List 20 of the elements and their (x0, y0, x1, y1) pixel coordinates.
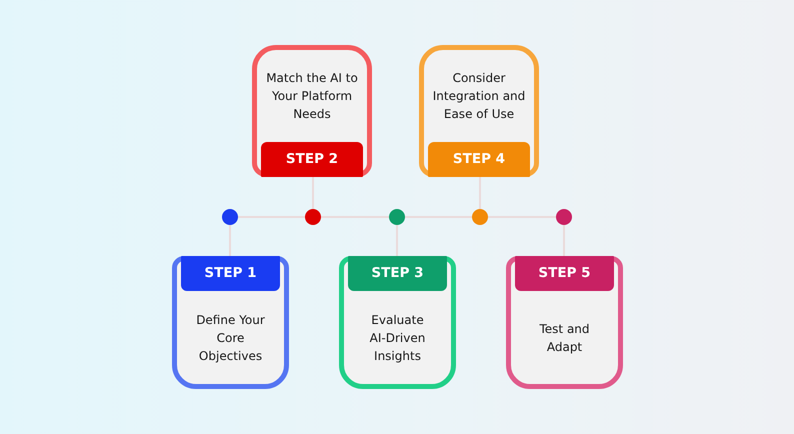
step-card (339, 256, 456, 389)
timeline-dot (472, 209, 488, 225)
step-description: Test and Adapt (538, 320, 591, 356)
timeline-dot (222, 209, 238, 225)
step-tab: STEP 1 (181, 256, 280, 291)
step-tab: STEP 2 (261, 142, 363, 177)
timeline-dot (305, 209, 321, 225)
step-tab: STEP 5 (515, 256, 614, 291)
step-card (506, 256, 623, 389)
step-description: Evaluate AI-Driven Insights (368, 312, 426, 364)
step-tab: STEP 4 (428, 142, 530, 177)
step-description: Consider Integration and Ease of Use (432, 70, 526, 123)
timeline-dot (389, 209, 405, 225)
step-card (419, 45, 539, 177)
step-tab: STEP 3 (348, 256, 447, 291)
step-description: Define Your Core Objectives (195, 312, 266, 364)
step-card (172, 256, 289, 389)
step-card (252, 45, 372, 177)
step-description: Match the AI to Your Platform Needs (265, 70, 359, 123)
timeline-dot (556, 209, 572, 225)
